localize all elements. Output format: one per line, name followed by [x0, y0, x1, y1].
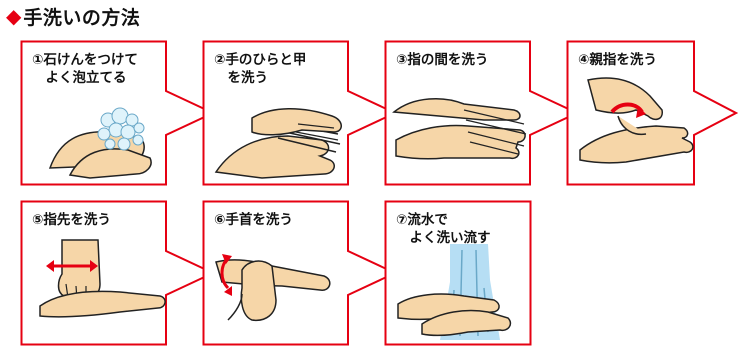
step-card-7: ⑦流水で よく洗い流す: [384, 200, 532, 346]
step-card-3: ③指の間を洗う: [384, 40, 580, 186]
step-label: ①石けんをつけて よく泡立てる: [32, 52, 138, 86]
step-label: ⑤指先を洗う: [32, 212, 111, 228]
step-card-1: ①石けんをつけて よく泡立てる: [20, 40, 216, 186]
fingertips-scrub-icon: [39, 239, 166, 318]
step-label: ④親指を洗う: [578, 52, 657, 68]
thumb-twist-icon: [579, 77, 694, 164]
step-label: ②手のひらと甲 を洗う: [214, 52, 307, 86]
step-label: ③指の間を洗う: [396, 52, 489, 68]
hands-lathering-foam-icon: [48, 107, 152, 179]
fingers-interlaced-icon: [392, 98, 527, 160]
wrist-twist-icon: [215, 254, 331, 322]
page-title: ◆ 手洗いの方法: [6, 2, 140, 30]
hands-washing-back-icon: [214, 108, 342, 179]
step-card-4: ④親指を洗う: [566, 40, 742, 186]
diamond-bullet-icon: ◆: [6, 4, 22, 28]
step-card-5: ⑤指先を洗う: [20, 200, 216, 346]
step-card-2: ②手のひらと甲 を洗う: [202, 40, 398, 186]
step-label: ⑦流水で よく洗い流す: [396, 212, 491, 246]
step-card-6: ⑥手首を洗う: [202, 200, 398, 346]
title-text: 手洗いの方法: [23, 6, 141, 29]
rinse-under-water-icon: [397, 244, 512, 340]
step-label: ⑥手首を洗う: [214, 212, 293, 228]
